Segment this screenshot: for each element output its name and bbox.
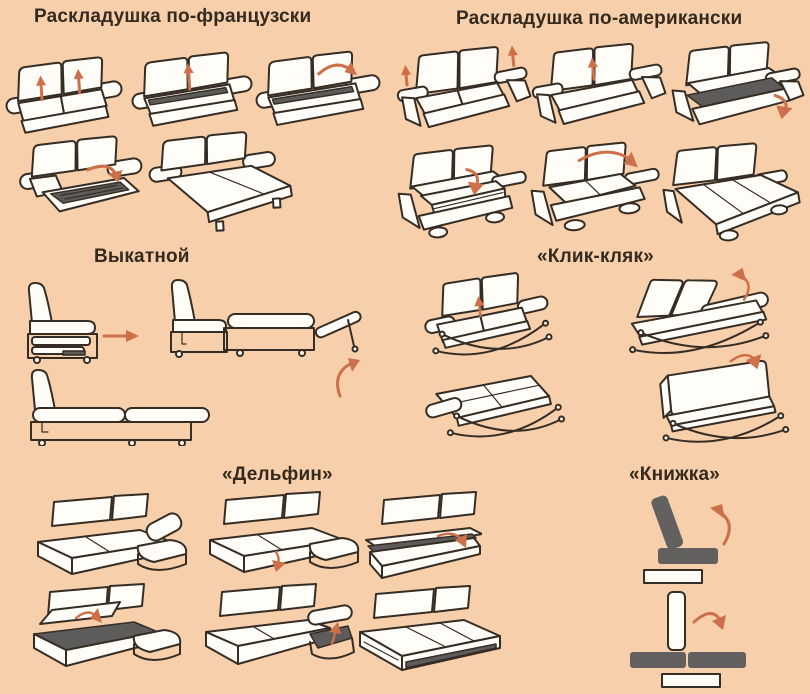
dolphin-step2-pull-arrow-illustration xyxy=(209,491,360,573)
up-arrow-icon xyxy=(474,296,485,318)
dolphin-step1-corner-sofa-pillow-illustration xyxy=(37,493,188,575)
clickclack-step3-bed-flat-illustration xyxy=(425,374,566,438)
up-arrow-icon xyxy=(329,622,341,646)
french-step5-bed-extended-illustration xyxy=(148,131,293,232)
american-step4-folded-bed-illustration xyxy=(397,144,527,239)
up-arrow-icon xyxy=(401,45,518,87)
clickclack-step2-backrest-folding-illustration xyxy=(629,267,770,355)
arc-arrow-icon xyxy=(773,94,793,120)
rollout-step2-rolling-out-illustration xyxy=(170,279,362,358)
american-step5-mattress-unfolding-illustration xyxy=(530,141,660,232)
french-step2-deck-exposed-illustration xyxy=(131,51,253,127)
book-step1-schematic-illustration xyxy=(643,495,731,584)
arc-arrow-icon xyxy=(577,150,638,168)
curved-arrow-up-icon xyxy=(336,358,360,398)
dolphin-step6-bed-assembled-illustration xyxy=(359,585,501,671)
section-title-rollout: Выкатной xyxy=(94,246,190,267)
arc-arrow-icon xyxy=(86,164,123,183)
arc-arrow-icon xyxy=(710,504,731,546)
up-arrow-icon xyxy=(183,63,194,91)
american-step2-seat-lift-illustration xyxy=(531,43,667,126)
up-arrow-icon xyxy=(36,68,84,101)
french-step1-sofa-cushions-lift-illustration xyxy=(5,56,123,134)
up-arrow-icon xyxy=(587,57,598,81)
dolphin-step4-open-storage-illustration xyxy=(33,583,182,667)
dolphin-step5-lift-section-illustration xyxy=(205,583,355,665)
arc-arrow-icon xyxy=(317,61,357,76)
arc-arrow-icon xyxy=(729,353,762,370)
french-step4-frame-folding-out-illustration xyxy=(19,135,143,213)
american-step6-bed-extended-illustration xyxy=(662,142,801,242)
section-title-dolphin: «Дельфин» xyxy=(222,464,333,485)
rollout-step3-bed-flat-illustration xyxy=(30,369,210,446)
arc-arrow-icon xyxy=(731,267,750,301)
section-title-book: «Книжка» xyxy=(629,464,721,485)
arc-arrow-icon xyxy=(74,608,102,623)
clickclack-step4-backrest-flip-illustration xyxy=(659,353,790,443)
rollout-step1-compact-side-view-illustration xyxy=(27,282,98,364)
section-title-clickclack: «Клик-кляк» xyxy=(537,246,654,267)
american-step3-open-storage-illustration xyxy=(671,41,805,126)
clickclack-step1-seat-arrow-illustration xyxy=(424,272,553,356)
book-step2-schematic-illustration xyxy=(630,591,746,688)
arc-arrow-icon xyxy=(465,168,485,196)
dolphin-step3-section-sliding-illustration xyxy=(365,491,482,579)
american-step1-armrest-arrows-illustration xyxy=(396,45,532,129)
arrow-right-icon xyxy=(102,330,139,342)
section-title-french: Раскладушка по-французски xyxy=(34,6,312,27)
french-step3-unfold-arc-illustration xyxy=(255,50,381,126)
arc-arrow-icon xyxy=(692,612,726,630)
arc-arrow-icon xyxy=(436,532,467,548)
section-title-american: Раскладушка по-американски xyxy=(456,8,743,29)
down-arrow-icon xyxy=(272,550,286,572)
